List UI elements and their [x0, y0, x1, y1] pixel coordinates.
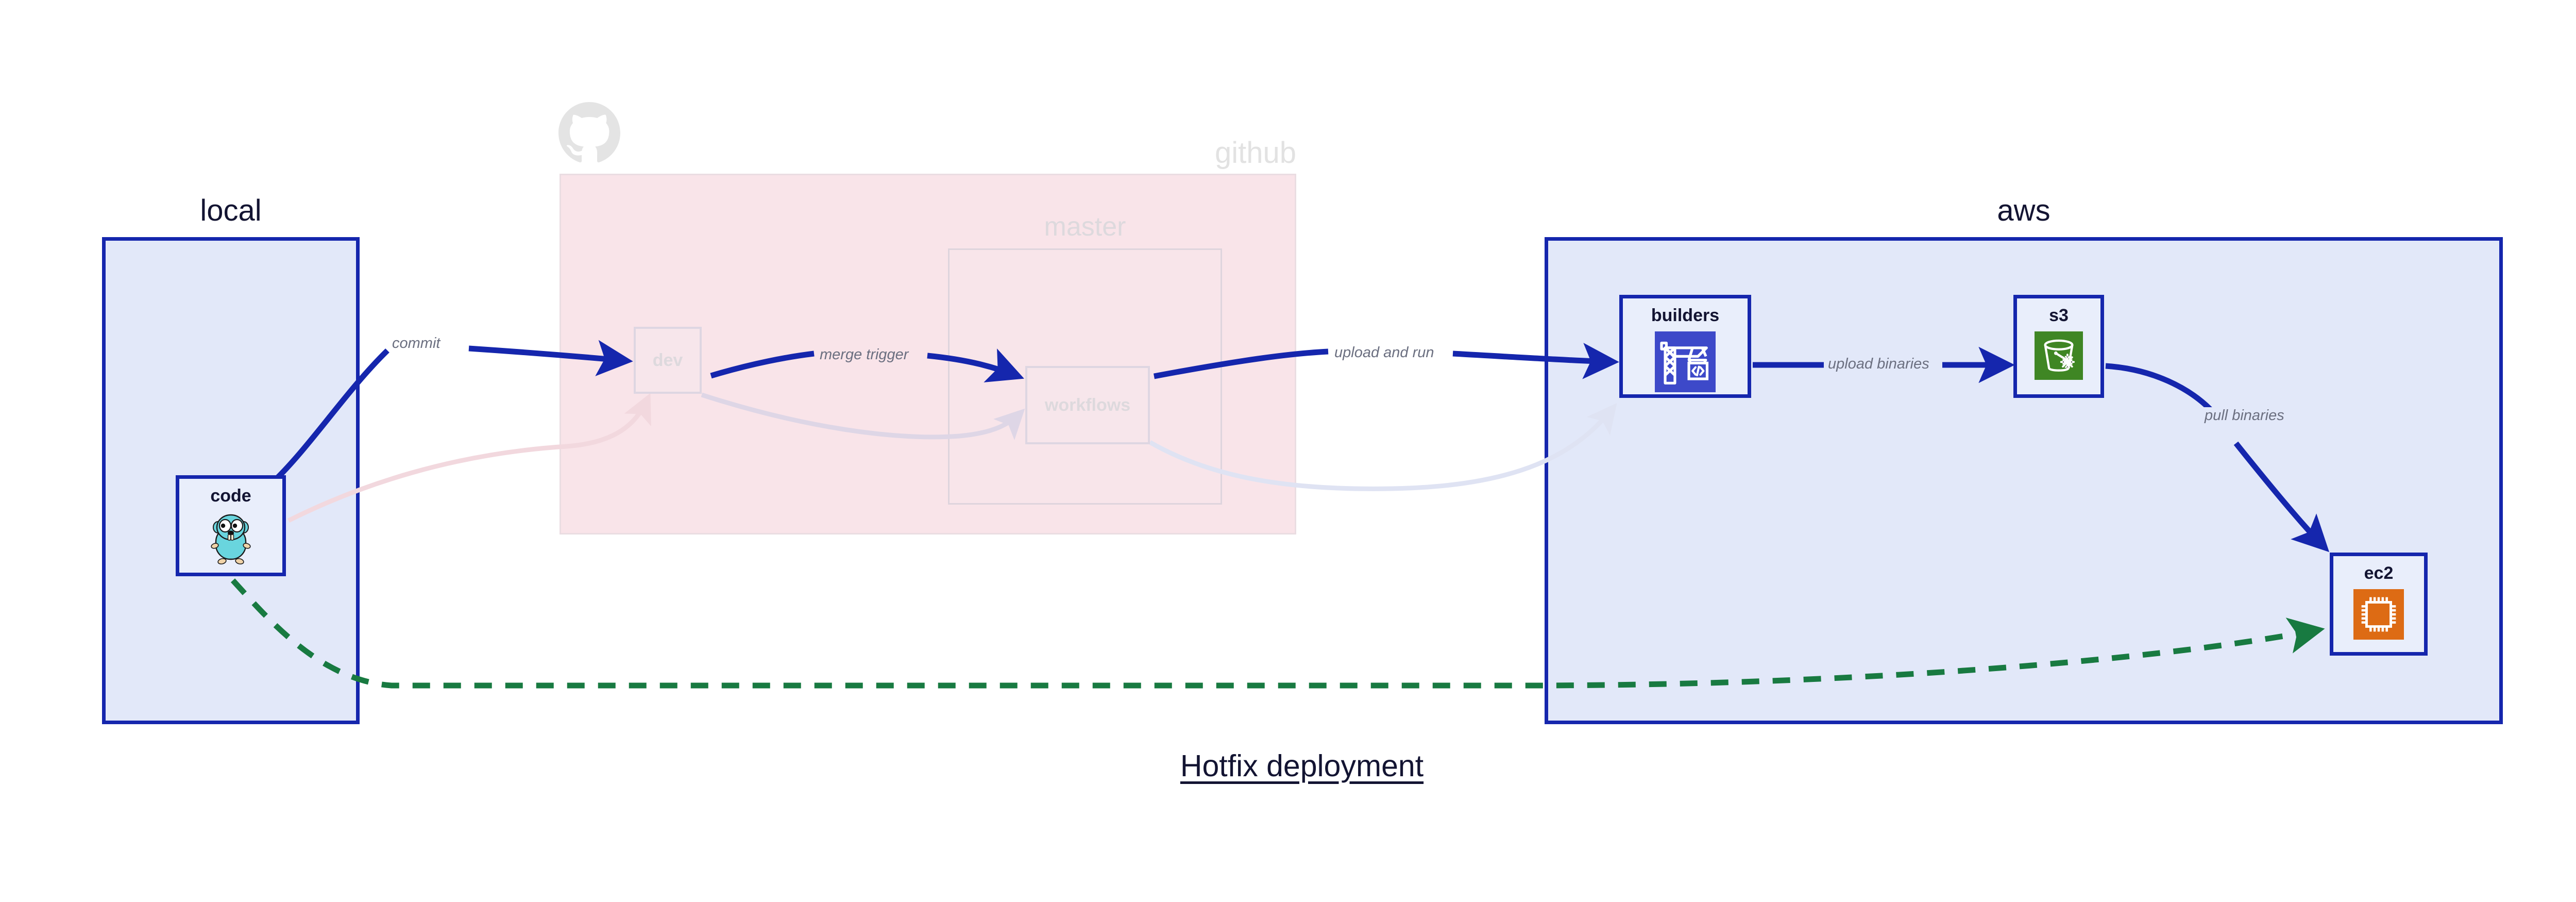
group-aws-title: aws	[1997, 194, 2050, 227]
group-local-title: local	[200, 194, 262, 227]
node-code[interactable]: code	[176, 475, 286, 576]
node-builders[interactable]: builders	[1619, 295, 1751, 398]
edge-label-upload-and-run: upload and run	[1333, 344, 1436, 361]
group-github-title: github	[1214, 136, 1296, 170]
go-gopher-icon	[211, 514, 251, 565]
node-code-label: code	[210, 486, 251, 506]
group-master-title: master	[1044, 212, 1126, 242]
edge-label-upload-binaries: upload binaries	[1826, 356, 1931, 373]
edge-label-pull-binaries: pull binaries	[2203, 407, 2286, 424]
diagram-caption: Hotfix deployment	[1180, 749, 1424, 783]
node-ec2-label: ec2	[2364, 563, 2394, 583]
node-workflows-label: workflows	[1044, 395, 1131, 415]
edge-label-merge-trigger: merge trigger	[818, 346, 910, 363]
node-ec2[interactable]: ec2	[2330, 553, 2428, 656]
edge-label-commit: commit	[391, 335, 442, 352]
node-dev[interactable]: dev	[634, 327, 702, 394]
aws-ec2-icon	[2353, 589, 2404, 640]
node-workflows[interactable]: workflows	[1025, 366, 1150, 444]
node-s3-label: s3	[2049, 306, 2069, 325]
github-octocat-icon	[558, 102, 620, 163]
node-dev-label: dev	[652, 350, 683, 370]
aws-codebuild-icon	[1655, 331, 1716, 392]
aws-s3-glacier-icon	[2035, 331, 2083, 380]
node-s3[interactable]: s3	[2013, 295, 2104, 398]
node-builders-label: builders	[1651, 306, 1720, 325]
